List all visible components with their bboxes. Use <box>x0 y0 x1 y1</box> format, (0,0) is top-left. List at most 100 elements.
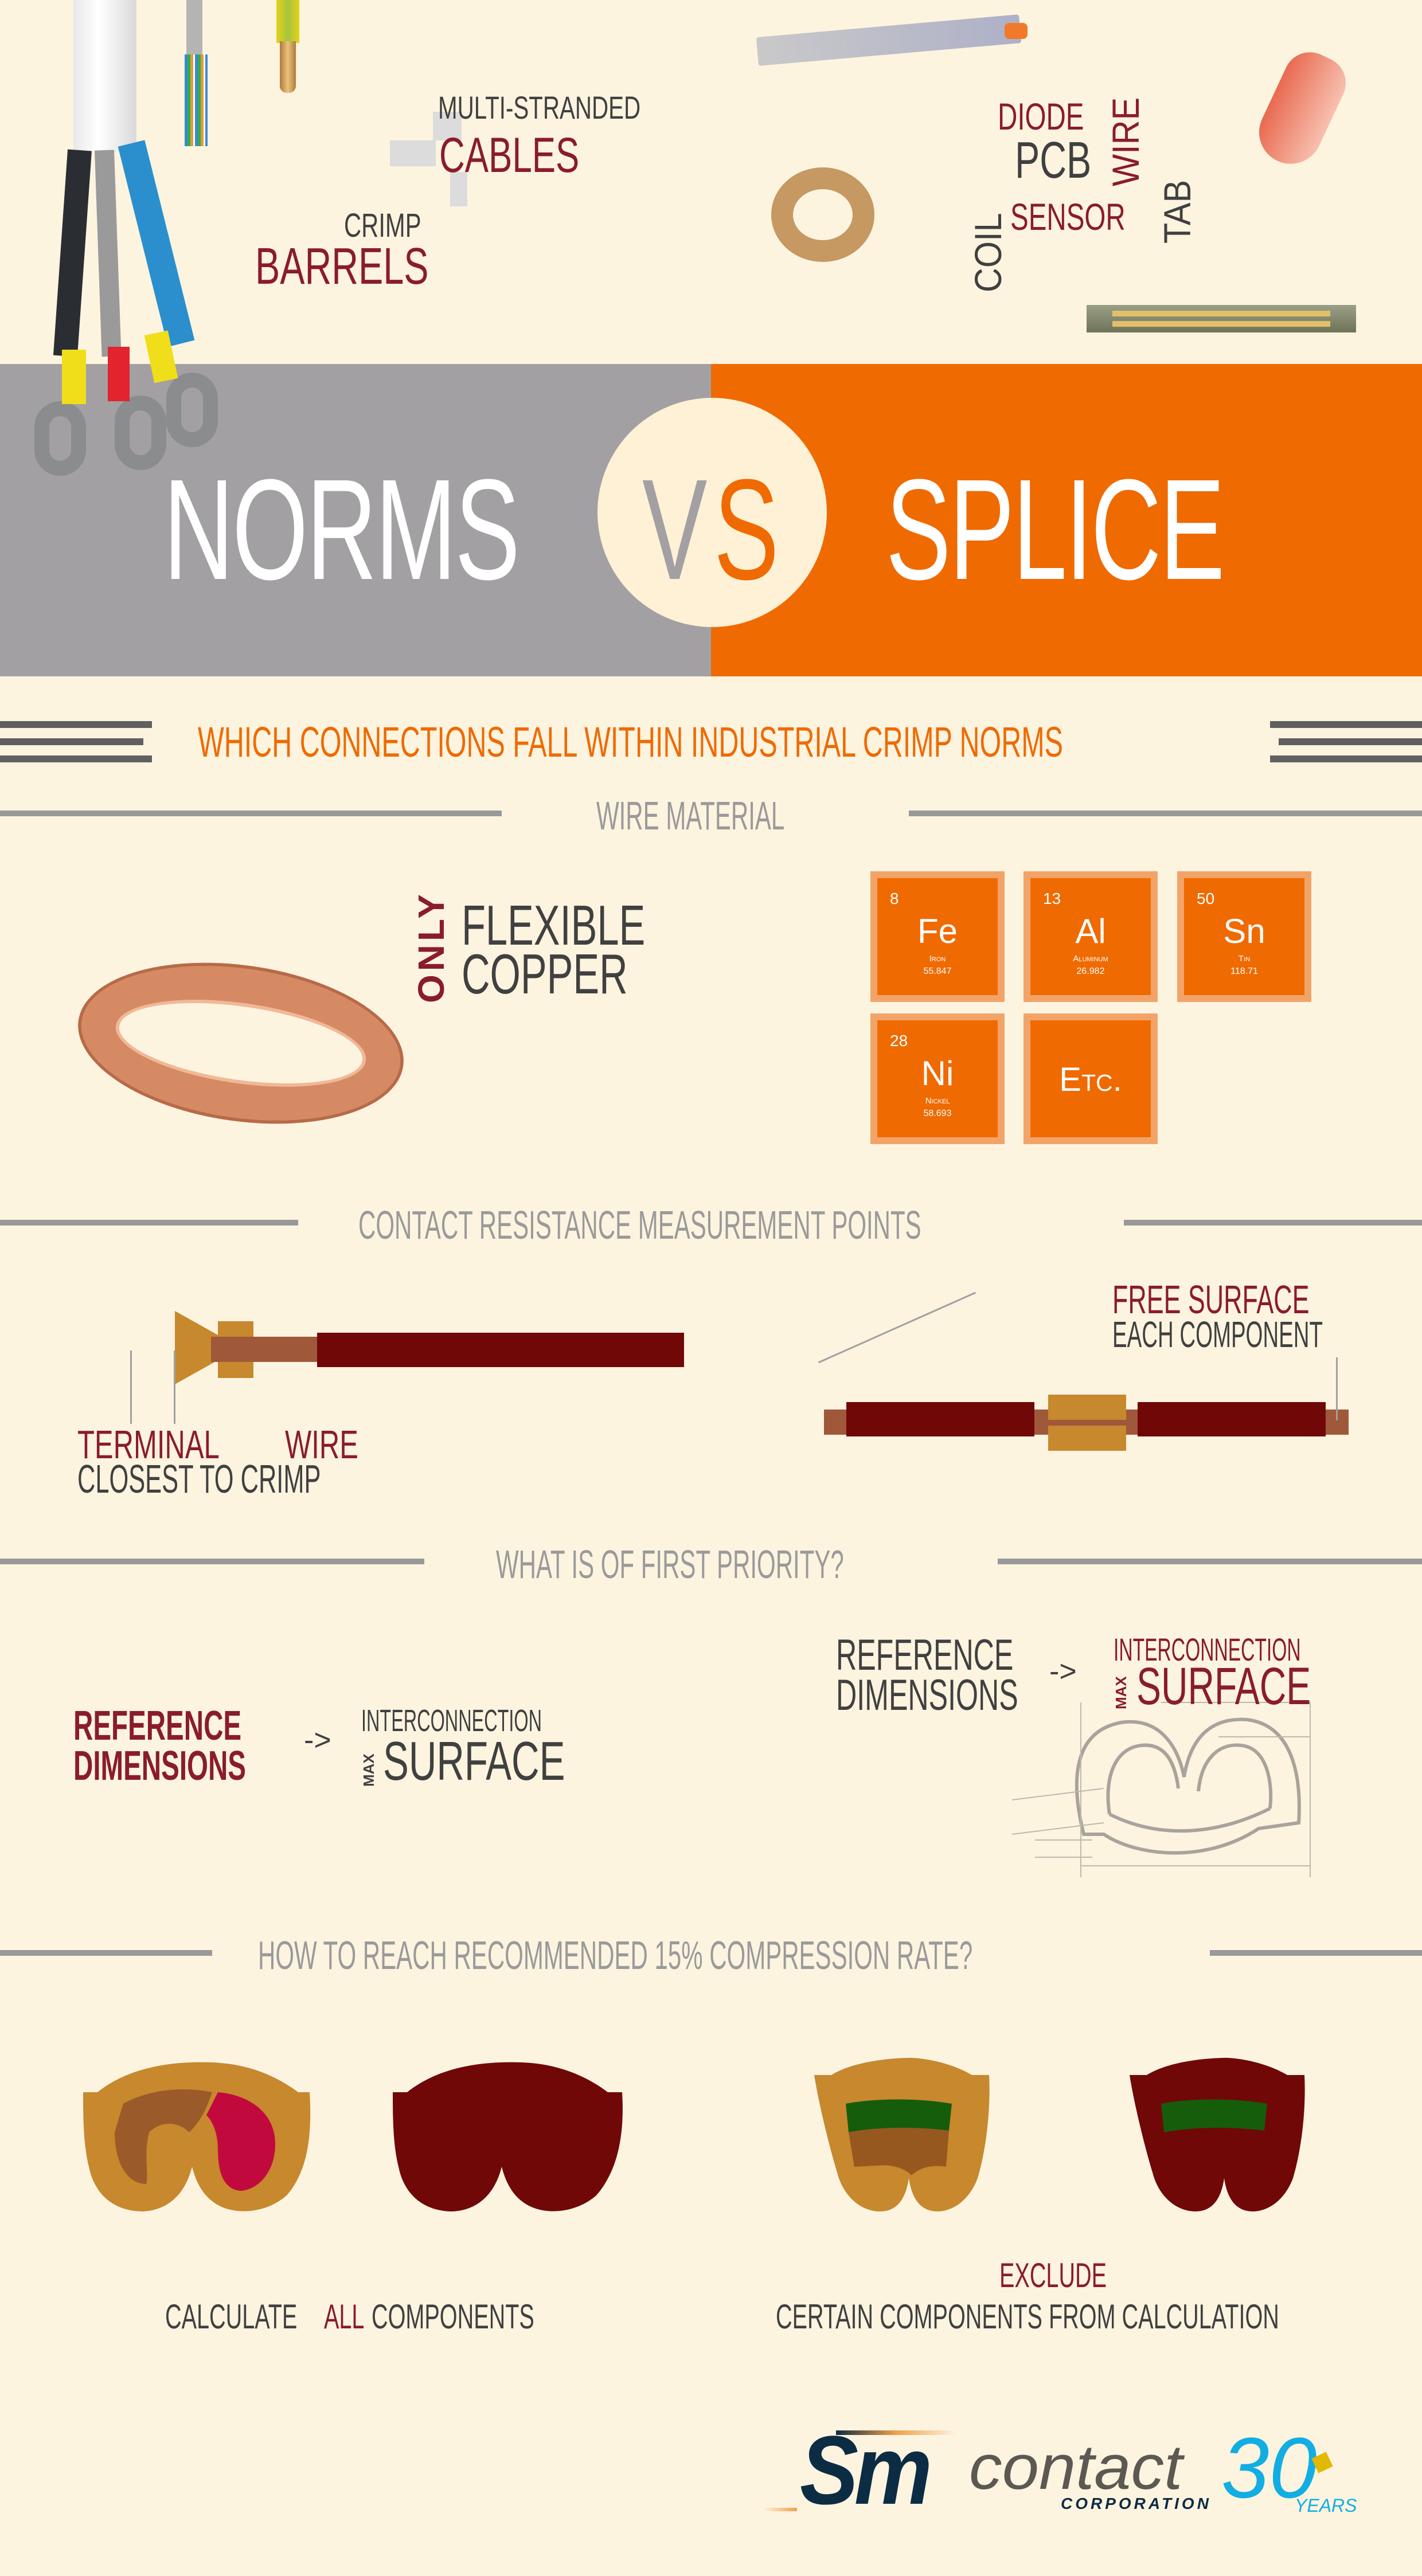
ring-terminal-3 <box>166 373 218 447</box>
only-label: ONLY <box>411 891 452 1003</box>
tab-terminal-tip <box>1005 23 1028 39</box>
wire-conductor-left <box>211 1337 317 1362</box>
logo-contact-word: contact <box>969 2432 1183 2503</box>
norms-arrow: -> <box>304 1724 331 1757</box>
barrels-block-decoration-2 <box>433 112 462 140</box>
splice-reference: REFERENCE <box>836 1631 1014 1680</box>
wire-material-rule-left <box>0 811 502 816</box>
word-tab: TAB <box>1156 179 1198 244</box>
heading-rule-right-1 <box>1270 721 1422 728</box>
element-tile-sn: 50 Sn Tin 118.71 <box>1177 871 1311 1002</box>
anniversary-years: YEARS <box>1295 2495 1357 2516</box>
element-name: Aluminum <box>1073 954 1108 964</box>
word-sensor: SENSOR <box>1010 195 1126 238</box>
priority-rule-left <box>0 1559 424 1564</box>
first-priority-title: WHAT IS OF FIRST PRIORITY? <box>496 1542 844 1587</box>
compression-title: HOW TO REACH RECOMMENDED 15% COMPRESSION… <box>258 1933 973 1978</box>
priority-rule-right <box>998 1559 1422 1564</box>
norms-max: MAX <box>360 1753 377 1787</box>
element-symbol: Fe <box>917 912 958 950</box>
compression-rule-right <box>1210 1950 1422 1956</box>
splice-sleeve-bottom <box>1048 1426 1126 1451</box>
hero-norms: NORMS <box>163 449 520 609</box>
norms-reference: REFERENCE <box>73 1703 242 1749</box>
label-each-component: EACH COMPONENT <box>1112 1314 1323 1355</box>
pcb-strip-gold-2 <box>1112 321 1330 327</box>
copper-strand <box>280 41 296 93</box>
leader-wire <box>174 1350 175 1424</box>
splice-arrow: -> <box>1049 1655 1077 1688</box>
logo-speed-lines <box>836 2430 956 2435</box>
splice-surface: SURFACE <box>1136 1657 1311 1716</box>
splice-sleeve-top <box>1048 1395 1126 1420</box>
element-tile-al: 13 Al Aluminum 26.982 <box>1023 871 1158 1002</box>
label-multi-stranded: MULTI-STRANDED <box>438 89 641 126</box>
label-barrels: BARRELS <box>255 238 429 295</box>
element-symbol: Ni <box>921 1054 954 1093</box>
cable-grey-small <box>186 0 202 54</box>
norms-surface: SURFACE <box>383 1731 565 1792</box>
barrels-block-decoration <box>390 140 436 166</box>
cable-grey-core <box>95 150 122 357</box>
leader-free-surface-diagonal <box>818 1291 976 1364</box>
contact-rule-left <box>0 1220 298 1226</box>
word-wire: WIRE <box>1104 97 1147 186</box>
label-terminal: TERMINAL <box>77 1422 220 1467</box>
cross-section-excluded-components <box>814 2058 1305 2211</box>
element-number: 50 <box>1197 890 1215 907</box>
exclude-caption: CERTAIN COMPONENTS FROM CALCULATION <box>776 2297 1279 2336</box>
coil-ring-illustration <box>771 167 874 262</box>
ring-terminal-1 <box>34 401 86 476</box>
wire-material-rule-right <box>909 811 1422 816</box>
element-mass: 58.693 <box>923 1109 952 1118</box>
main-heading: WHICH CONNECTIONS FALL WITHIN INDUSTRIAL… <box>198 718 1063 766</box>
compression-rule-left <box>0 1950 212 1956</box>
hero-vs-v: V <box>642 449 707 609</box>
wire-material-title: WIRE MATERIAL <box>596 793 785 838</box>
calculate-pre: CALCULATE <box>165 2297 298 2336</box>
pcb-strip-gold <box>1112 311 1330 316</box>
leader-free-surface-vertical <box>1336 1357 1338 1420</box>
word-diode: DIODE <box>998 95 1084 138</box>
sensor-bulb-illustration <box>1248 44 1355 174</box>
element-symbol: Sn <box>1223 912 1265 950</box>
word-coil: COIL <box>967 213 1009 292</box>
element-tile-fe: 8 Fe Iron 55.847 <box>870 871 1005 1002</box>
splice-wire-left <box>846 1402 1034 1436</box>
label-free-surface: FREE SURFACE <box>1112 1277 1310 1322</box>
norms-interconnection: INTERCONNECTION <box>361 1704 542 1738</box>
cable-strands <box>185 54 208 146</box>
cable-white-illustration <box>73 0 136 152</box>
element-name: Iron <box>929 954 946 964</box>
vs-circle <box>597 398 827 627</box>
heading-rule-left-3 <box>0 755 152 762</box>
logo-corporation: CORPORATION <box>1061 2495 1212 2512</box>
logo-sm-mark: Sm <box>800 2416 932 2525</box>
flexible-label: FLEXIBLE <box>462 894 646 957</box>
element-mass: 118.71 <box>1230 966 1258 976</box>
label-crimp: CRIMP <box>344 207 421 244</box>
element-number: 28 <box>890 1032 908 1050</box>
wire-insulation-left <box>317 1333 684 1367</box>
cable-black-core <box>53 149 92 357</box>
contact-resistance-title: CONTACT RESISTANCE MEASUREMENT POINTS <box>358 1203 921 1247</box>
hero-right-panel <box>711 364 1422 676</box>
exclude-label: EXCLUDE <box>999 2256 1107 2295</box>
element-tile-ni: 28 Ni Nickel 58.693 <box>870 1013 1005 1144</box>
element-mass: 55.847 <box>923 966 952 976</box>
calculate-post: COMPONENTS <box>372 2297 534 2336</box>
heading-rule-right-3 <box>1270 755 1422 762</box>
norms-dimensions: DIMENSIONS <box>73 1743 246 1789</box>
element-symbol: Al <box>1075 912 1106 950</box>
cross-section-svg <box>1011 1702 1311 1877</box>
label-wire: WIRE <box>285 1422 358 1467</box>
logo-speed-lines-bottom <box>763 2508 797 2511</box>
anniversary-30: 30 <box>1221 2420 1317 2516</box>
label-closest-to-crimp: CLOSEST TO CRIMP <box>77 1457 321 1501</box>
element-tile-etc: Etc. <box>1023 1013 1158 1144</box>
heading-rule-left-1 <box>0 721 152 728</box>
word-pcb: PCB <box>1015 132 1092 189</box>
label-cables: CABLES <box>439 128 580 183</box>
sleeve-red <box>108 347 130 401</box>
pcb-strip-illustration <box>1087 305 1356 332</box>
